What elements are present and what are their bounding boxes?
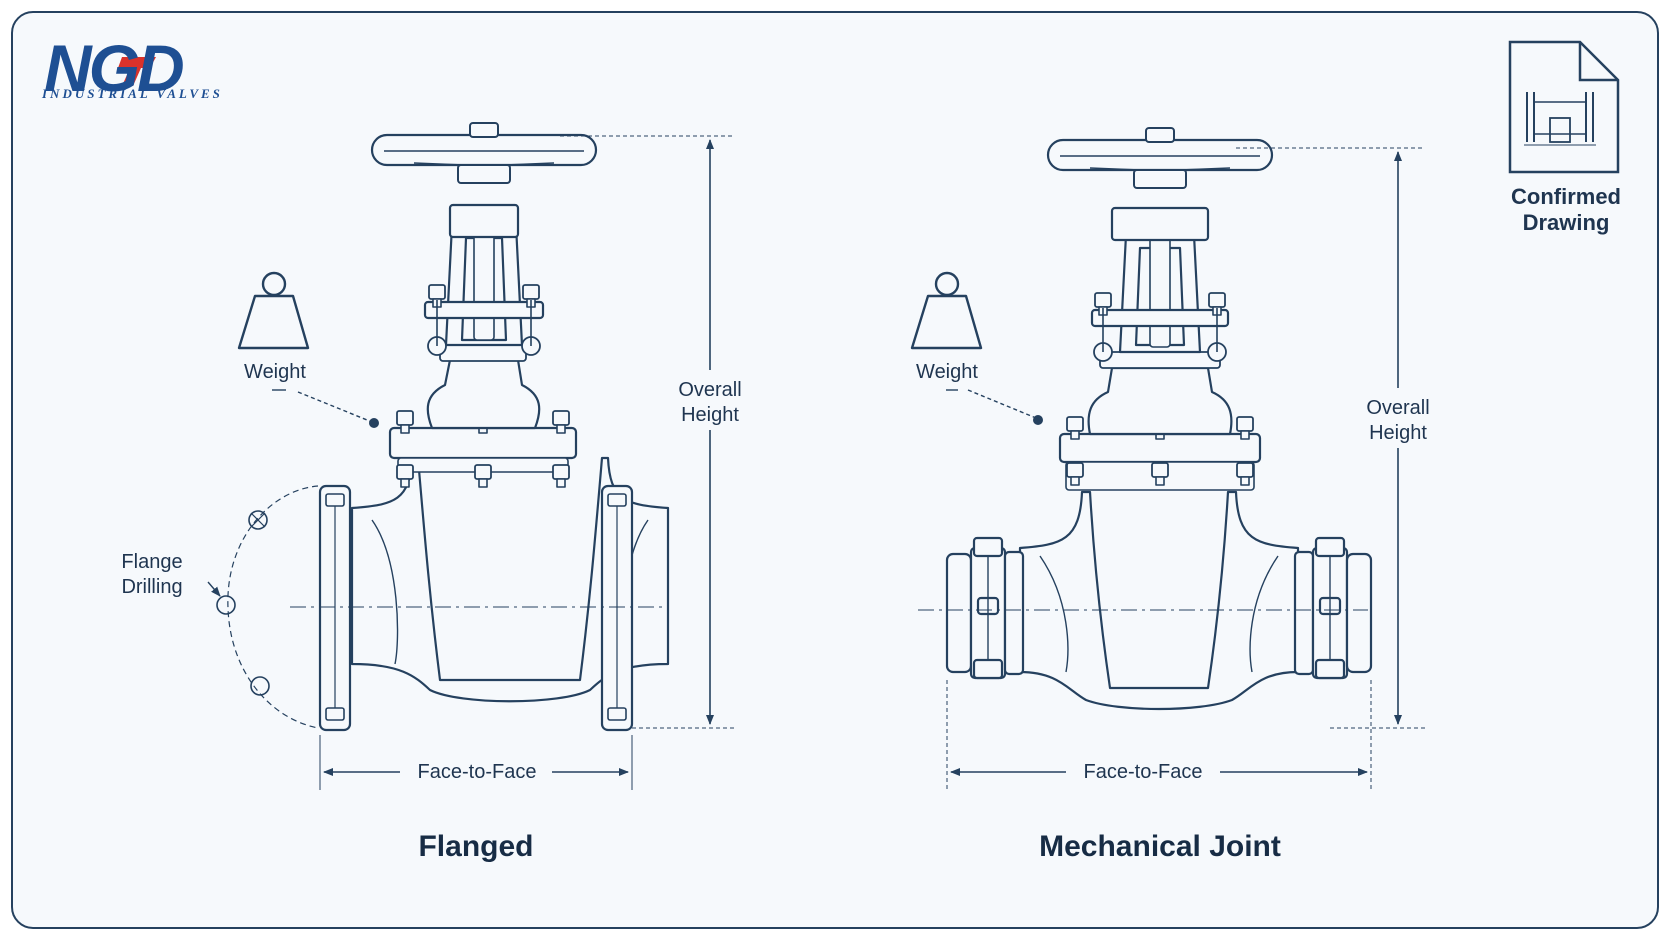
flanged-face-label: Face-to-Face (417, 761, 537, 783)
flanged-height-label: Overall Height (665, 378, 755, 428)
mechanical-weight-label: Weight (916, 361, 978, 383)
logo-tagline: INDUSTRIAL VALVES (42, 86, 223, 101)
logo-mark (118, 57, 156, 86)
flanged-weight-label: Weight (244, 361, 306, 383)
mechanical-height-label: Overall Height (1353, 396, 1443, 446)
confirmed-drawing-label[interactable]: Confirmed Drawing (1511, 184, 1621, 235)
flange-drilling-label: Flange Drilling (121, 551, 183, 598)
mechanical-dimensions (918, 147, 1425, 790)
weight-icon (910, 271, 983, 350)
mechanical-weight-point (1033, 415, 1043, 425)
logo-brand: NGD (44, 31, 185, 105)
mechanical-joint-valve-drawing (945, 126, 1373, 711)
weight-icon (237, 271, 310, 350)
flanged-title: Flanged (418, 830, 534, 863)
drawing-frame (11, 11, 1659, 929)
flanged-valve-drawing (318, 121, 670, 732)
flanged-weight-point (369, 418, 379, 428)
document-drawing-icon[interactable] (1508, 40, 1620, 174)
mechanical-title: Mechanical Joint (1039, 830, 1281, 863)
mechanical-face-label: Face-to-Face (1083, 761, 1203, 783)
flanged-dimensions (207, 135, 735, 790)
